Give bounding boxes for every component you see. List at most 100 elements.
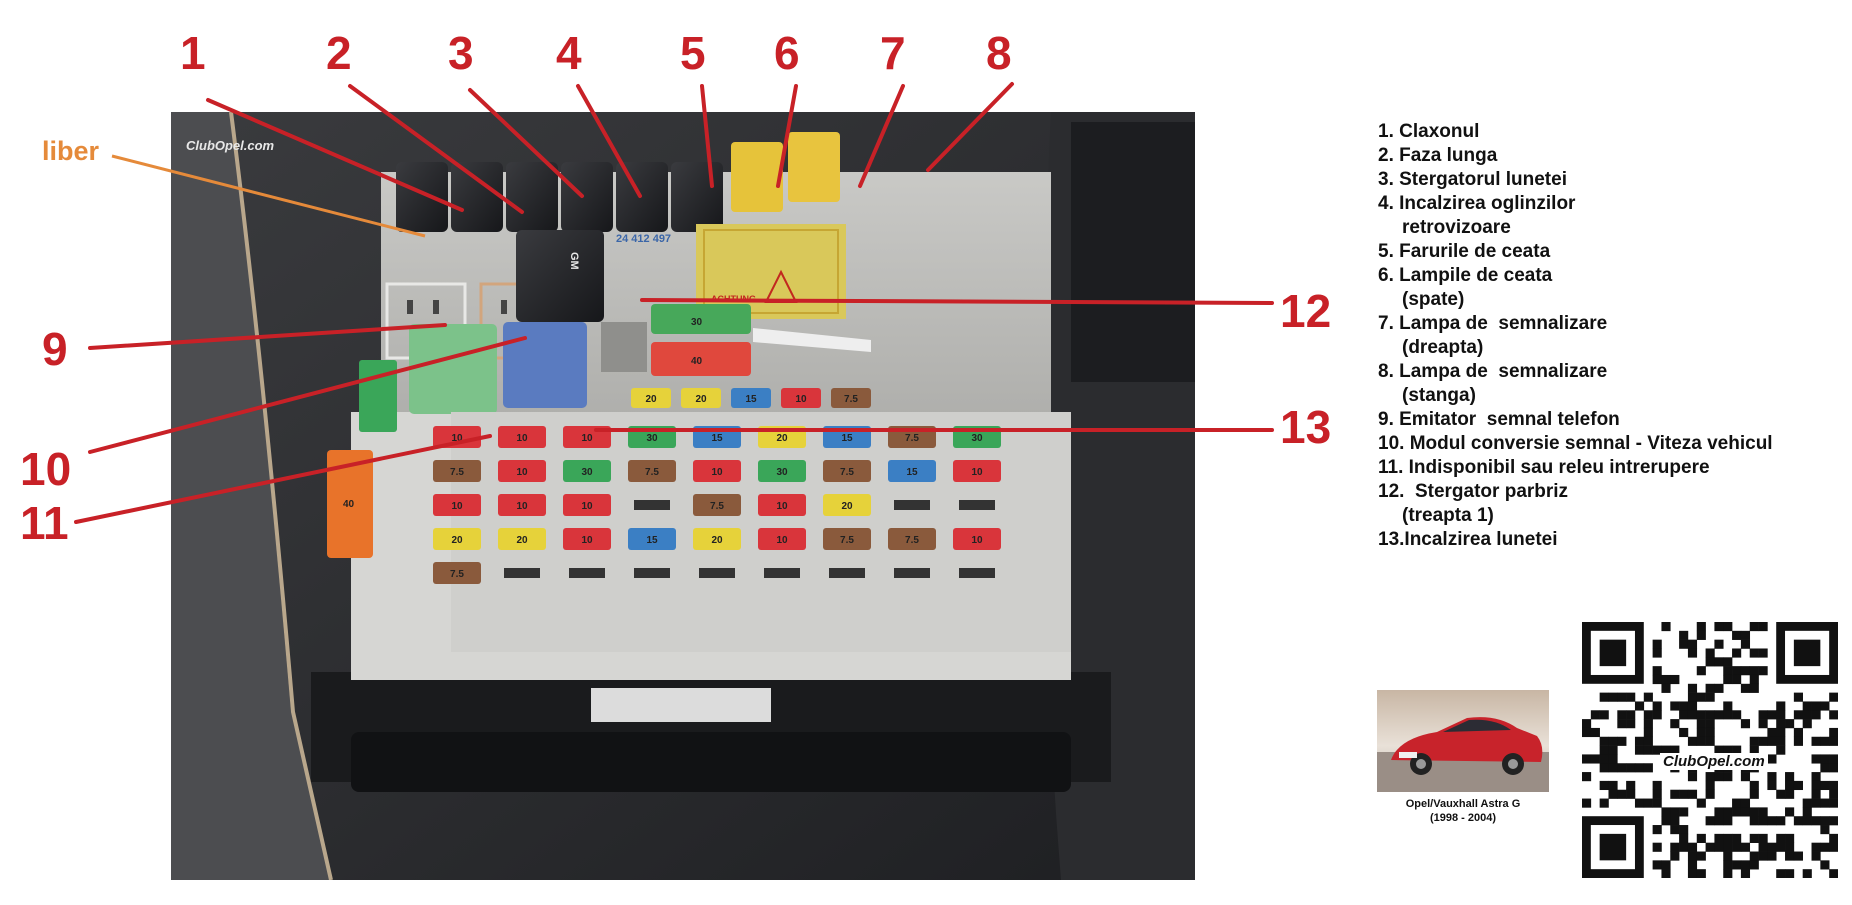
fuse-body	[823, 460, 871, 482]
fuse-rating: 15	[906, 467, 918, 478]
qr-module	[1608, 745, 1618, 755]
qr-module	[1723, 869, 1733, 879]
fuse-rating: 30	[581, 467, 593, 478]
qr-module	[1740, 807, 1751, 817]
qr-module	[1643, 763, 1653, 773]
callout-line-8	[926, 82, 1014, 172]
fuse: 15	[628, 528, 676, 550]
fuse-rating: 10	[581, 535, 593, 546]
legend-item-text: 10. Modul conversie semnal - Viteza vehi…	[1378, 433, 1773, 454]
fuse-body	[563, 460, 611, 482]
qr-module	[1617, 789, 1627, 799]
fuse-slot-empty	[634, 500, 670, 510]
qr-module	[1723, 772, 1733, 782]
qr-module	[1723, 701, 1733, 711]
qr-module	[1802, 719, 1812, 729]
fuse-rating: 7.5	[450, 467, 464, 478]
fuse-rating: 15	[841, 433, 853, 444]
qr-module	[1714, 816, 1724, 826]
legend-item-continuation: (stanga)	[1402, 385, 1476, 406]
legend-item: 3. Stergatorul lunetei	[1378, 168, 1838, 192]
qr-module	[1670, 789, 1680, 799]
qr-module	[1696, 710, 1706, 720]
qr-module	[1785, 772, 1795, 782]
qr-module	[1670, 807, 1680, 817]
legend-item-text: 1. Claxonul	[1378, 121, 1480, 142]
legend-item: 2. Faza lunga	[1378, 144, 1838, 168]
qr-module	[1749, 833, 1759, 843]
callout-line-7	[858, 84, 905, 188]
strip-fuse-body	[781, 388, 821, 408]
qr-module	[1740, 719, 1751, 729]
qr-module	[1723, 816, 1733, 826]
qr-module	[1793, 736, 1803, 746]
qr-module	[1767, 816, 1777, 826]
car-thumbnail	[1377, 690, 1549, 792]
qr-module	[1696, 736, 1706, 746]
callout-line-liber	[111, 154, 426, 238]
qr-module	[1749, 780, 1759, 791]
callout-line-1	[206, 98, 464, 212]
qr-module	[1785, 842, 1795, 852]
legend-item-text: 3. Stergatorul lunetei	[1378, 169, 1567, 190]
qr-module	[1687, 701, 1698, 711]
qr-module	[1732, 674, 1742, 685]
legend-item-text: 9. Emitator semnal telefon	[1378, 409, 1620, 430]
qr-module	[1723, 657, 1733, 667]
callout-9: 9	[42, 323, 68, 375]
qr-module	[1740, 683, 1751, 693]
qr-module	[1820, 842, 1830, 852]
callout-line-4	[576, 84, 642, 198]
qr-module	[1617, 710, 1627, 720]
fuse-body	[693, 494, 741, 516]
qr-module	[1767, 727, 1777, 738]
callout-7: 7	[880, 27, 906, 79]
fuse: 7.5	[823, 460, 871, 482]
qr-module	[1679, 710, 1689, 720]
strip-fuse-body	[831, 388, 871, 408]
qr-module	[1749, 736, 1759, 746]
callout-10: 10	[20, 443, 72, 495]
strip-fuse-body	[631, 388, 671, 408]
fuse: 10	[498, 426, 546, 448]
qr-module	[1696, 666, 1706, 676]
fuse-rating: 10	[516, 433, 528, 444]
fuse: 20	[823, 494, 871, 516]
qr-module	[1608, 763, 1618, 773]
qr-module	[1652, 710, 1662, 720]
fuse: 10	[758, 494, 806, 516]
qr-module	[1802, 816, 1812, 826]
qr-module	[1705, 736, 1715, 746]
fuse-body	[433, 426, 481, 448]
fuse: 20	[433, 528, 481, 550]
qr-module	[1634, 763, 1645, 773]
qr-module	[1723, 674, 1733, 685]
qr-module	[1705, 648, 1715, 658]
legend-item: 9. Emitator semnal telefon	[1378, 408, 1838, 432]
qr-module	[1705, 789, 1715, 799]
qr-module	[1820, 798, 1830, 808]
fuse: 10	[693, 460, 741, 482]
fuse: 7.5	[433, 460, 481, 482]
qr-module	[1820, 763, 1830, 773]
callout-5: 5	[680, 27, 706, 79]
qr-module	[1785, 789, 1795, 799]
qr-module	[1608, 754, 1618, 764]
fuse-body	[433, 494, 481, 516]
qr-module	[1599, 798, 1609, 808]
fuse-rating: 20	[776, 433, 788, 444]
qr-module	[1758, 736, 1768, 746]
qr-module	[1829, 789, 1839, 799]
fuse-rating: 10	[711, 467, 723, 478]
qr-module	[1679, 833, 1689, 843]
qr-module	[1670, 719, 1680, 729]
car-caption: Opel/Vauxhall Astra G (1998 - 2004)	[1370, 797, 1556, 825]
qr-module	[1776, 719, 1786, 729]
qr-module	[1829, 736, 1839, 746]
qr-module	[1758, 666, 1768, 676]
legend-item-text: 11. Indisponibil sau releu intrerupere	[1378, 457, 1710, 478]
fuse-rating: 7.5	[710, 501, 724, 512]
fuse-body	[563, 528, 611, 550]
qr-module	[1758, 807, 1768, 817]
